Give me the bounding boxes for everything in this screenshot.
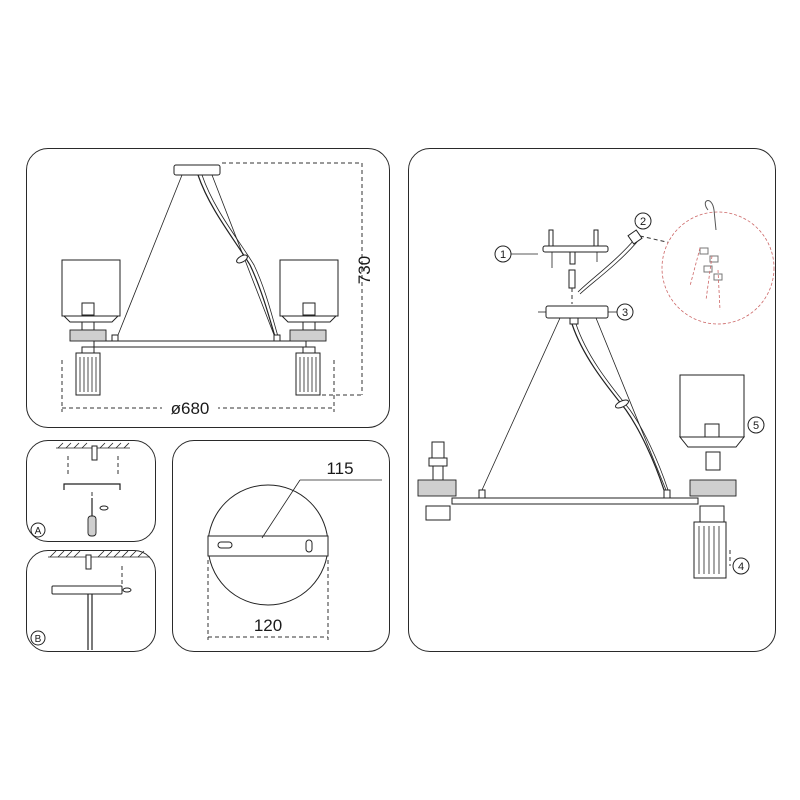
step-b-label: B xyxy=(35,634,42,645)
callout-3-label: 3 xyxy=(622,307,628,319)
step-b-drawing: B xyxy=(30,550,150,650)
screwdriver-icon xyxy=(87,498,97,537)
callout-2-label: 2 xyxy=(640,216,646,228)
canopy-width-label: 120 xyxy=(254,616,282,635)
screw-icon xyxy=(568,269,576,289)
step-a-badge xyxy=(30,522,46,538)
callout-5-badge xyxy=(747,416,765,434)
assembly-drawing xyxy=(417,200,775,579)
height-label: 730 xyxy=(355,256,374,284)
canopy-detail-drawing xyxy=(207,479,382,640)
step-a-drawing: A xyxy=(30,442,130,538)
callout-1-label: 1 xyxy=(500,249,506,261)
wire-connector-icon xyxy=(627,229,643,245)
callout-2-badge xyxy=(634,212,652,230)
step-a-label: A xyxy=(35,526,42,537)
diameter-label: ø680 xyxy=(171,399,210,418)
screw-icon xyxy=(99,505,109,511)
canopy-length-label: 115 xyxy=(326,459,353,478)
callout-5-label: 5 xyxy=(753,420,759,432)
chandelier-elevation xyxy=(61,164,339,396)
callout-4-label: 4 xyxy=(738,561,744,573)
step-b-badge xyxy=(30,630,46,646)
callout-4-badge xyxy=(732,557,750,575)
